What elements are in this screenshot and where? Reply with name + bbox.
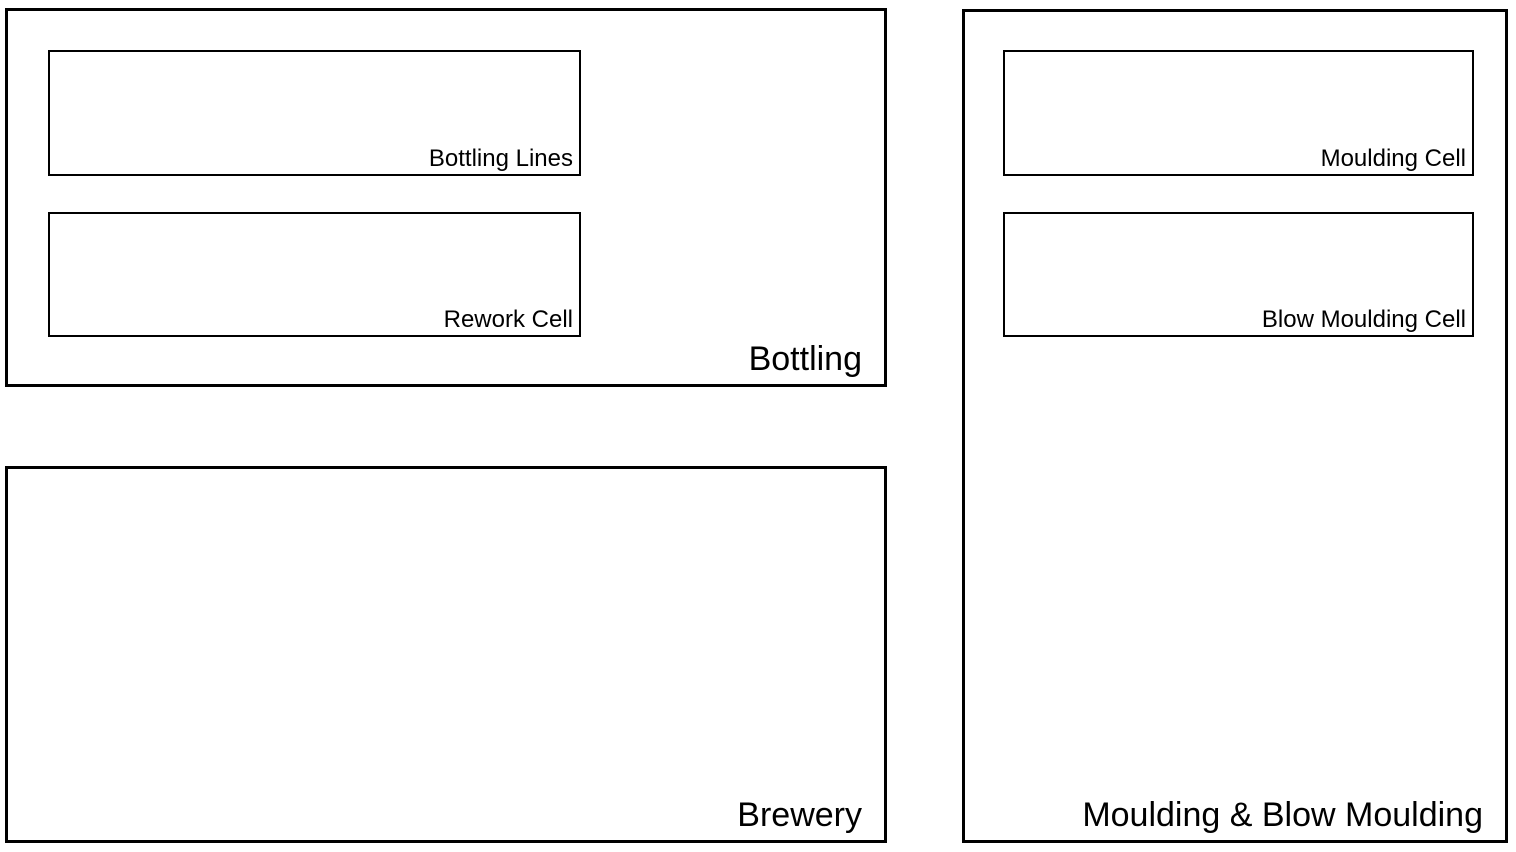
cell-rework-label: Rework Cell xyxy=(443,306,573,333)
cell-blow-moulding[interactable]: Blow Moulding Cell xyxy=(1003,212,1474,337)
area-brewery[interactable]: Brewery xyxy=(5,466,887,843)
cell-blow-moulding-label: Blow Moulding Cell xyxy=(1261,306,1466,333)
area-brewery-label: Brewery xyxy=(737,796,862,834)
cell-moulding-label: Moulding Cell xyxy=(1320,145,1466,172)
area-moulding-and-blow-moulding-label: Moulding & Blow Moulding xyxy=(1082,796,1483,834)
area-bottling-label: Bottling xyxy=(748,340,862,378)
cell-bottling-lines-label: Bottling Lines xyxy=(428,145,573,172)
area-moulding-and-blow-moulding[interactable]: Moulding Cell Blow Moulding Cell Mouldin… xyxy=(962,9,1508,843)
area-bottling[interactable]: Bottling Lines Rework Cell Bottling xyxy=(5,8,887,387)
cell-bottling-lines[interactable]: Bottling Lines xyxy=(48,50,581,176)
cell-rework[interactable]: Rework Cell xyxy=(48,212,581,337)
cell-moulding[interactable]: Moulding Cell xyxy=(1003,50,1474,176)
